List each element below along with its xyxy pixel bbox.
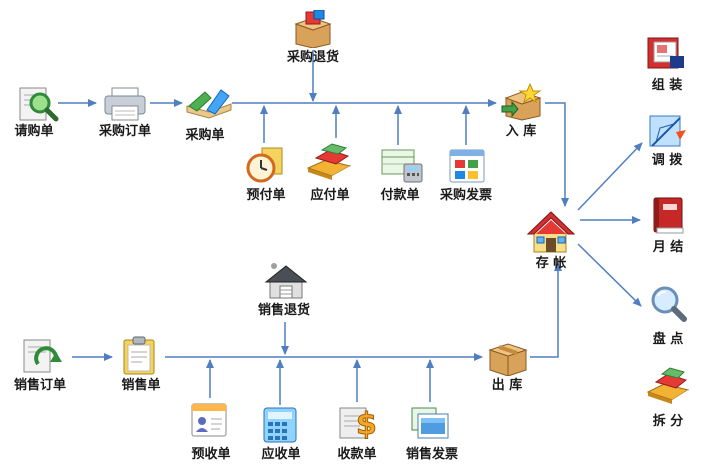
open-book-icon xyxy=(186,89,232,119)
magnifier-document-icon xyxy=(19,87,59,122)
id-card-icon xyxy=(191,403,227,437)
svg-text:$: $ xyxy=(356,407,377,442)
prepay-label: 预付单 xyxy=(246,188,286,203)
warehouse-icon xyxy=(264,263,308,299)
prereceive-label: 预收单 xyxy=(191,447,231,462)
calculator-sheet-icon xyxy=(381,149,423,183)
printer-icon xyxy=(104,87,146,121)
receipt-label: 收款单 xyxy=(337,447,377,462)
purchase-return-label: 采购退货 xyxy=(286,50,340,65)
clock-document-icon xyxy=(246,147,283,183)
count-label: 盘 点 xyxy=(652,332,684,347)
dollar-document-icon: $ xyxy=(339,407,377,442)
purchase-order-label: 采购订单 xyxy=(98,124,152,139)
arrow-ledger-to-assemble xyxy=(577,142,643,211)
purchase-receipt-label: 采购单 xyxy=(185,128,225,143)
month-end-label: 月 结 xyxy=(652,240,684,255)
red-folder-icon xyxy=(647,37,684,69)
stock-in-label: 入 库 xyxy=(505,124,537,139)
book-stack-icon xyxy=(646,367,690,404)
transfer-label: 调 拨 xyxy=(651,153,683,168)
sales-invoice-label: 销售发票 xyxy=(405,447,459,462)
box-with-star-icon xyxy=(501,82,542,121)
arrow-ledger-to-monthend xyxy=(577,243,642,307)
app-window-icon xyxy=(449,149,485,183)
payable-label: 应付单 xyxy=(310,188,350,203)
split-label: 拆 分 xyxy=(652,414,684,429)
clipboard-icon xyxy=(123,336,155,375)
receivable-label: 应收单 xyxy=(261,447,301,462)
magnifier-icon xyxy=(651,286,687,322)
assemble-label: 组 装 xyxy=(651,78,683,93)
book-stack-icon xyxy=(306,143,352,180)
sales-return-label: 销售退货 xyxy=(257,303,311,318)
payment-label: 付款单 xyxy=(380,188,420,203)
arrow-stockin-to-ledger xyxy=(545,102,569,207)
refresh-document-icon xyxy=(23,339,62,373)
house-icon xyxy=(526,211,576,253)
calculator-icon xyxy=(263,407,297,443)
open-box-icon xyxy=(294,10,332,48)
cardboard-box-icon xyxy=(488,343,528,376)
stock-out-label: 出 库 xyxy=(491,378,523,393)
sales-bill-label: 销售单 xyxy=(121,378,161,393)
blueprint-icon xyxy=(649,115,686,147)
purchase-invoice-label: 采购发票 xyxy=(439,188,493,203)
arrow-stockout-to-ledger xyxy=(530,262,562,358)
screen-documents-icon xyxy=(411,407,449,439)
red-book-icon xyxy=(653,197,684,234)
purchase-request-label: 请购单 xyxy=(14,124,54,139)
ledger-label: 存 帐 xyxy=(535,256,567,271)
sales-order-label: 销售订单 xyxy=(13,378,67,393)
